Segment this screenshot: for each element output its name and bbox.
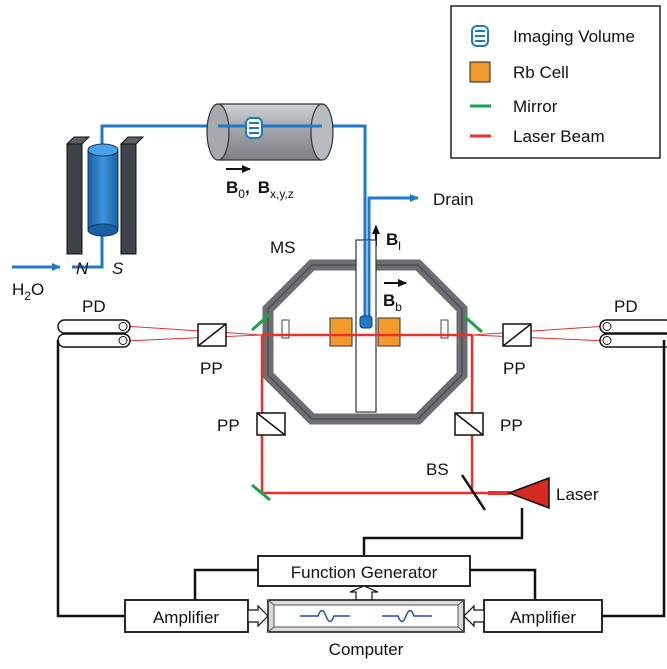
- legend-mirror: Mirror: [470, 97, 558, 116]
- magnet-label-n: N: [76, 259, 89, 278]
- drain-label: Drain: [433, 190, 474, 209]
- magnet-label-s: S: [112, 259, 124, 278]
- amplifier-right-label: Amplifier: [510, 608, 576, 627]
- polarizer-left-label: PP: [200, 359, 223, 378]
- polarizer-lower-left-label: PP: [217, 416, 240, 435]
- polarizer-right-label: PP: [503, 359, 526, 378]
- amplifier-right-to-computer-arrow: [463, 604, 485, 628]
- function-generator-label: Function Generator: [291, 563, 438, 582]
- svg-text:B0,Bx,y,z: B0,Bx,y,z: [226, 178, 294, 201]
- svg-text:Bb: Bb: [383, 291, 402, 314]
- legend: Imaging Volume Rb Cell Mirror Laser Beam: [450, 5, 661, 159]
- wire-fg-right: [470, 568, 537, 600]
- polarizer-cylinder: [87, 143, 119, 237]
- computer-label: Computer: [329, 640, 404, 659]
- prepolarizing-magnet: N S: [65, 136, 145, 278]
- legend-label-mirror: Mirror: [513, 97, 558, 116]
- photodiode-left: [57, 319, 131, 348]
- wire-fg-laser: [362, 508, 524, 555]
- polarizer-lower-right-label: PP: [500, 416, 523, 435]
- wire-right-pd-amplifier: [602, 340, 666, 618]
- encoding-coil-cylinder: [206, 103, 334, 161]
- magnetic-shield: [262, 259, 468, 425]
- photodiode-left-label: PD: [82, 297, 106, 316]
- rb-cell-right: [377, 317, 401, 347]
- polarizer-lower-left: [256, 412, 286, 436]
- shield-label: MS: [270, 238, 296, 257]
- legend-label-imaging-volume: Imaging Volume: [513, 27, 635, 46]
- polarizer-left: [197, 323, 227, 347]
- field-label-bb: Bb: [383, 279, 407, 314]
- polarizer-right: [502, 323, 532, 347]
- water-inlet-label: H2O: [12, 280, 44, 303]
- amplifier-left-to-computer-arrow: [247, 604, 269, 628]
- amplifier-left: Amplifier: [124, 599, 249, 633]
- beam-splitter-label: BS: [426, 460, 449, 479]
- signal-trace-right: [382, 609, 432, 623]
- photodiode-right-label: PD: [614, 297, 638, 316]
- mirror-upper-left: [251, 312, 271, 332]
- beam-splitter: [460, 474, 487, 511]
- svg-text:Bl: Bl: [386, 230, 401, 253]
- magnet-pole-n: [66, 143, 83, 255]
- polarizer-lower-right: [454, 412, 484, 436]
- amplifier-right: Amplifier: [483, 599, 603, 633]
- laser-beam-fibers: [123, 325, 609, 342]
- wire-fg-left: [193, 568, 258, 600]
- legend-imaging-volume: Imaging Volume: [471, 25, 635, 47]
- legend-laser-beam: Laser Beam: [470, 127, 605, 146]
- rb-cell-left: [329, 317, 353, 347]
- imaging-volume-icon: [471, 25, 489, 47]
- computer-to-fg-arrow: [349, 585, 379, 601]
- imaging-volume-marker: [245, 117, 263, 139]
- field-label-bl: Bl: [372, 225, 401, 253]
- laser-label: Laser: [556, 485, 599, 504]
- wire-left-pd-amplifier: [56, 340, 125, 618]
- laser-source: [506, 476, 550, 510]
- magnet-pole-s: [120, 143, 137, 255]
- imaging-volume: [359, 315, 373, 329]
- signal-wiring: [56, 340, 666, 618]
- rb-cell-icon: [469, 61, 491, 83]
- function-generator: Function Generator: [257, 555, 471, 587]
- signal-trace-left: [300, 609, 350, 623]
- field-label-b0-bxyz: B0,Bx,y,z: [226, 165, 294, 201]
- amplifier-left-label: Amplifier: [153, 608, 219, 627]
- computer: [267, 599, 465, 633]
- legend-label-laser-beam: Laser Beam: [513, 127, 605, 146]
- mirror-lower-left: [251, 483, 271, 502]
- shield-window-left: [281, 319, 290, 339]
- legend-label-rb-cell: Rb Cell: [513, 63, 569, 82]
- mirror-upper-right: [463, 314, 483, 334]
- photodiode-right: [599, 319, 667, 348]
- shield-window-right: [440, 319, 449, 339]
- legend-rb-cell: Rb Cell: [469, 61, 569, 83]
